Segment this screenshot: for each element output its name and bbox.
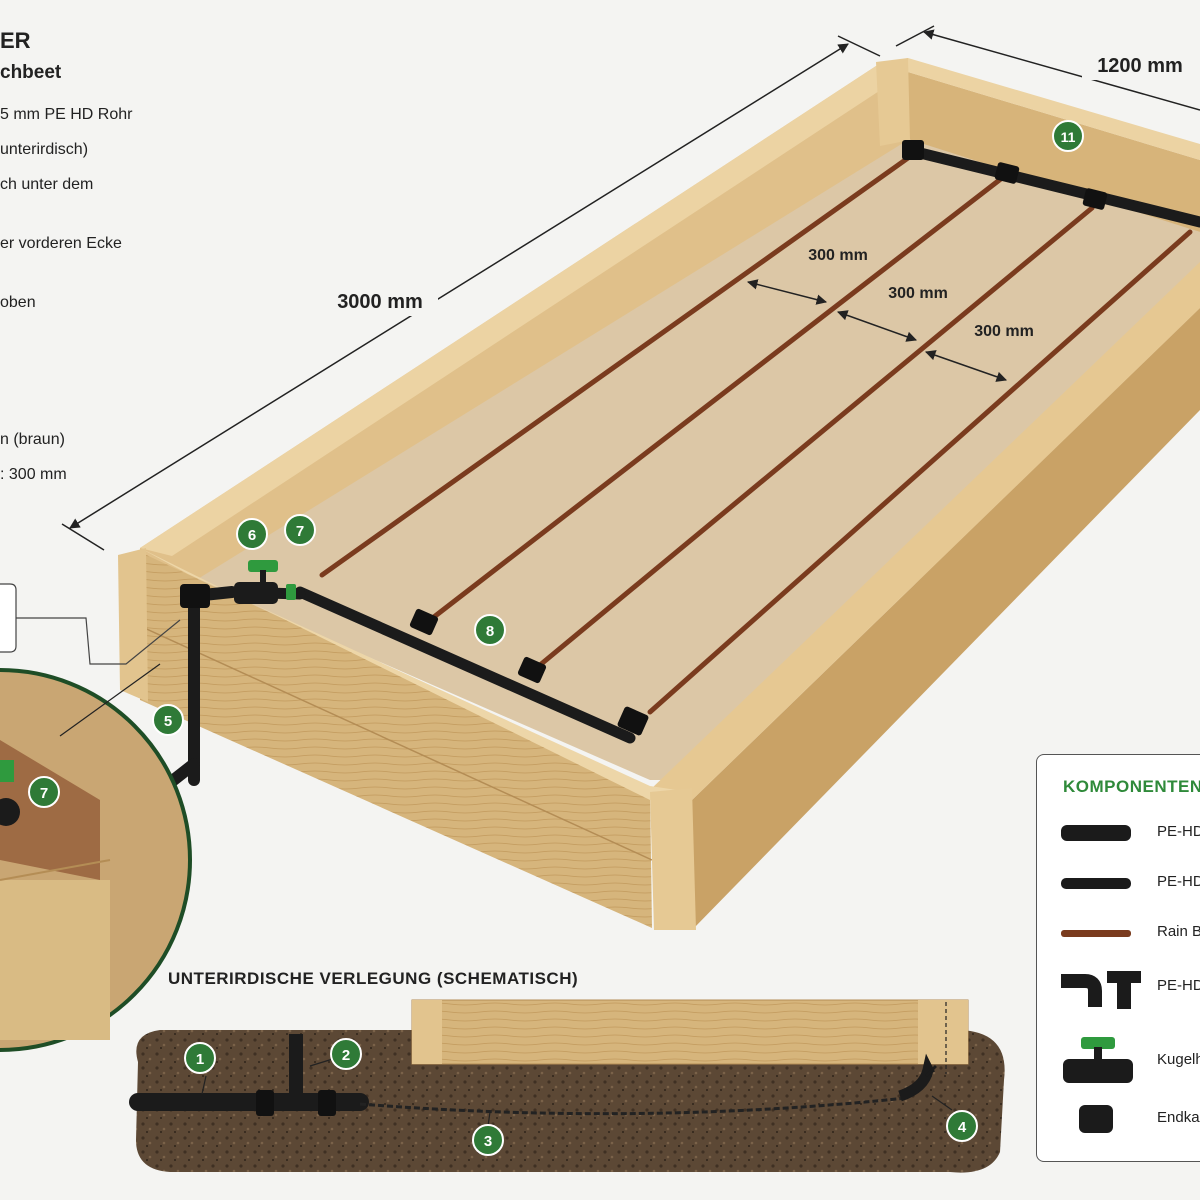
callout-1: 1	[184, 1042, 216, 1074]
legend-item-end-cap: Endka	[1037, 1095, 1200, 1145]
page-title: ER	[0, 28, 31, 53]
spacing-dim-3	[925, 350, 1007, 382]
detail-leader	[59, 663, 161, 737]
front-wall	[140, 552, 652, 928]
callout-2: 2	[330, 1038, 362, 1070]
tee-fittings	[180, 140, 1108, 736]
callout-5: 5	[152, 704, 184, 736]
width-label: 1200 mm	[1097, 55, 1183, 77]
legend-item-thin-pipe: PE-HD	[1037, 863, 1200, 903]
svg-text:4: 4	[958, 1119, 967, 1136]
spacing-label-3: 300 mm	[974, 323, 1034, 340]
back-left-post	[876, 58, 910, 146]
svg-text:11: 11	[1061, 129, 1076, 145]
note-5: oben	[0, 294, 36, 311]
dimension-lines	[61, 25, 1200, 551]
svg-text:6: 6	[248, 527, 256, 544]
svg-text:1: 1	[196, 1051, 204, 1068]
back-short-wall	[905, 72, 1200, 232]
callout-6: 6	[236, 518, 268, 550]
components-legend: KOMPONENTEN PE-HD PE-HD Rain B PE-HD Kug…	[1036, 754, 1200, 1162]
ball-valve-icon	[1063, 1037, 1133, 1083]
back-short-top	[876, 58, 1200, 160]
spacing-dim-2	[837, 310, 917, 342]
thin-pipe-icon	[1061, 878, 1131, 889]
front-right-post	[650, 788, 696, 930]
front-left-post	[118, 548, 148, 702]
right-long-wall	[692, 308, 1200, 928]
svg-text:5: 5	[164, 713, 172, 730]
width-dimension	[922, 29, 1200, 111]
legend-item-drip-line: Rain B	[1037, 913, 1200, 953]
callout-8: 8	[474, 614, 506, 646]
callout-11: 11	[1052, 120, 1084, 152]
fittings-icon	[1061, 971, 1141, 1009]
callout-7-detail: 7	[28, 776, 60, 808]
legend-item-fittings: PE-HD	[1037, 957, 1200, 1017]
note-7: : 300 mm	[0, 466, 67, 483]
length-label: 3000 mm	[337, 291, 423, 313]
callout-4: 4	[946, 1110, 978, 1142]
svg-text:3: 3	[484, 1133, 492, 1150]
note-4: er vorderen Ecke	[0, 235, 122, 252]
underground-section: UNTERIRDISCHE VERLEGUNG (SCHEMATISCH)	[129, 969, 1005, 1173]
callout-3: 3	[472, 1124, 504, 1156]
svg-text:7: 7	[40, 785, 48, 802]
drip-line-4	[647, 229, 1193, 715]
legend-title: KOMPONENTEN	[1063, 777, 1200, 796]
end-cap-icon	[1079, 1105, 1113, 1133]
svg-text:8: 8	[486, 623, 494, 640]
callout-7: 7	[284, 514, 316, 546]
bed-side-board	[411, 999, 969, 1065]
front-manifold	[294, 586, 636, 744]
note-6: n (braun)	[0, 431, 65, 448]
section-title: UNTERIRDISCHE VERLEGUNG (SCHEMATISCH)	[168, 969, 578, 988]
note-3: ch unter dem	[0, 176, 94, 193]
detail-box	[0, 583, 17, 653]
thick-pipe-icon	[1061, 825, 1131, 841]
length-dimension	[69, 43, 849, 529]
page-subtitle: chbeet	[0, 62, 62, 83]
ball-valve	[234, 560, 296, 604]
legend-item-thick-pipe: PE-HD	[1037, 813, 1200, 853]
right-wall-top	[650, 262, 1200, 800]
svg-text:2: 2	[342, 1047, 350, 1064]
spacing-dim-1	[746, 279, 828, 305]
svg-text:7: 7	[296, 523, 304, 540]
underground-line	[359, 1096, 907, 1116]
back-manifold	[902, 144, 1200, 228]
detail-zoom	[0, 583, 192, 1052]
legend-item-ball-valve: Kugelh	[1037, 1031, 1200, 1091]
spacing-label-1: 300 mm	[808, 247, 868, 264]
note-1: 5 mm PE HD Rohr	[0, 106, 133, 123]
note-2: unterirdisch)	[0, 141, 89, 158]
spacing-label-2: 300 mm	[888, 285, 948, 302]
drip-line-icon	[1061, 930, 1131, 937]
callouts: 1 2 3 4 5 6 7 7 8 11	[28, 120, 1084, 1156]
